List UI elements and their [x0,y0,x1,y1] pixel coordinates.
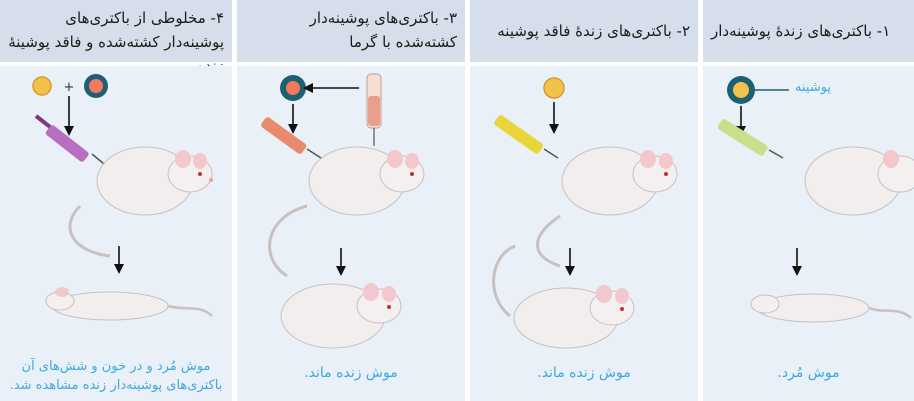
test-tube-icon [367,74,381,146]
experiment-4-illustration: + [0,66,232,401]
syringe-icon [36,116,104,164]
syringe-icon [260,116,321,158]
experiment-2-illustration [470,66,698,401]
mouse-alive-icon [805,147,914,215]
plus-sign: + [64,80,75,95]
mouse-dead-icon [46,287,212,320]
panel-title: ۴- مخلوطی از باکتری‌های پوشینه‌دار کشته‌… [0,0,232,62]
panel-title: ۱- باکتری‌های زندهٔ پوشینه‌دار [703,0,914,62]
panel-caption: موش زنده ماند. [237,363,465,383]
mouse-alive-icon [494,246,634,348]
capsule-label: پوشینه [795,80,831,95]
experiment-3-illustration [237,66,465,401]
live-uncapsulated-bacterium [544,78,564,98]
mouse-dead-icon [751,294,911,322]
syringe-icon [717,118,783,158]
panel-caption: موش زنده ماند. [470,363,698,383]
syringe-icon [493,114,558,158]
panel-experiment-2: ۲- باکتری‌های زندهٔ فاقد پوشینه موش [470,0,698,401]
panel-experiment-3: ۳- باکتری‌های پوشینه‌دار کشته‌شده با گرم… [237,0,465,401]
panel-experiment-4: ۴- مخلوطی از باکتری‌های پوشینه‌دار کشته‌… [0,0,232,401]
live-uncapsulated-bacterium [33,77,51,95]
panel-experiment-1: ۱- باکتری‌های زندهٔ پوشینه‌دار پوشینه مو… [703,0,914,401]
panel-caption: موش مُرد و در خون و شش‌های آن باکتری‌های… [0,357,232,395]
panel-title: ۳- باکتری‌های پوشینه‌دار کشته‌شده با گرم… [237,0,465,62]
mouse-alive-icon [281,283,401,348]
experiment-1-illustration [703,66,914,401]
panel-title: ۲- باکتری‌های زندهٔ فاقد پوشینه [470,0,698,62]
mouse-alive-icon [70,147,213,256]
mouse-alive-icon [538,147,678,266]
panel-caption: موش مُرد. [703,363,914,383]
mouse-alive-icon [270,147,424,276]
